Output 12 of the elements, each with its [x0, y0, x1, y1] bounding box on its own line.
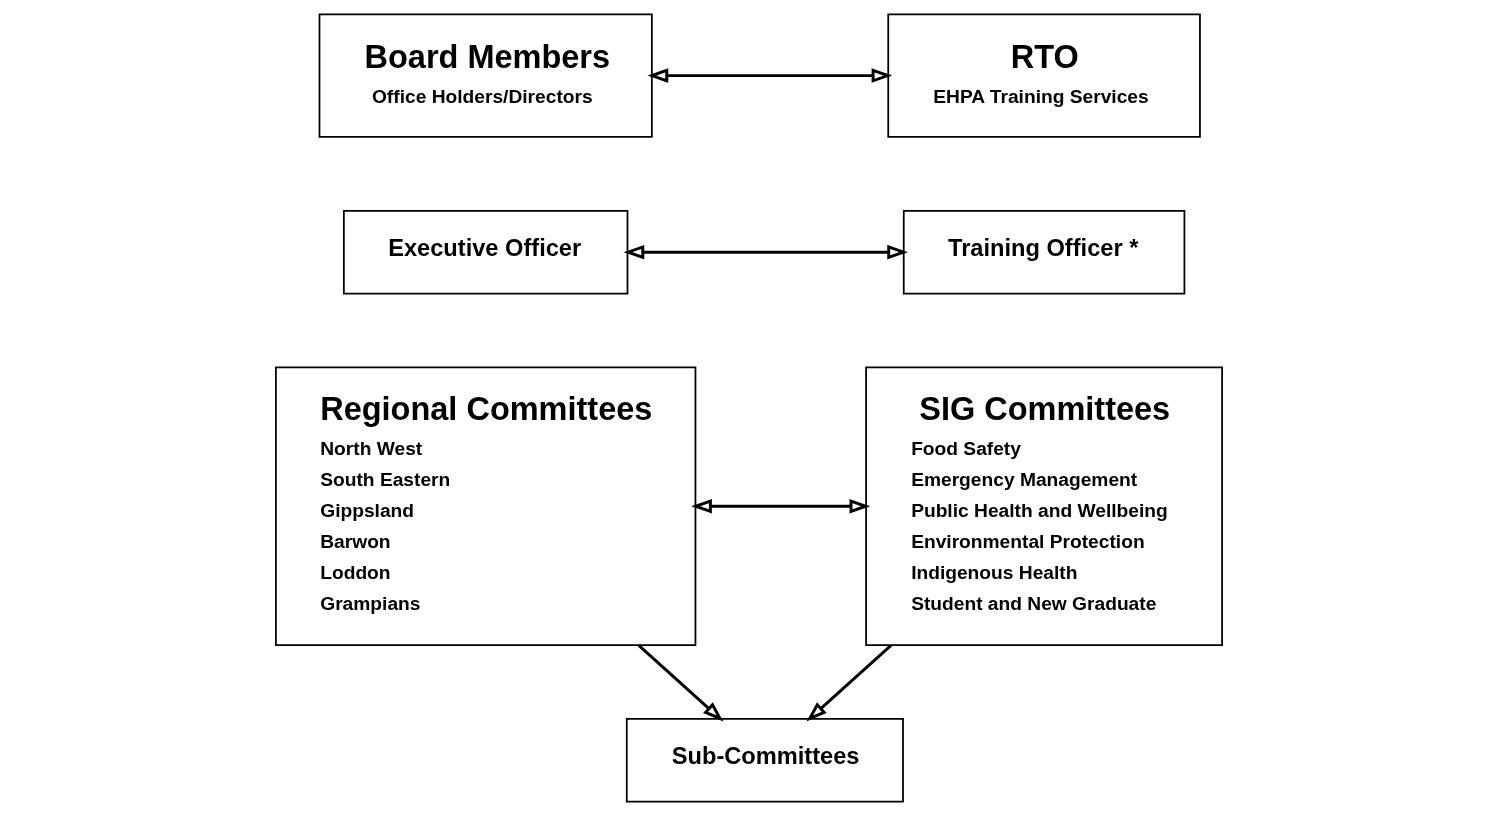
node-box: Training Officer * [902, 209, 1185, 295]
node-box: Executive Officer [342, 209, 628, 295]
arrow [623, 244, 908, 260]
arrow [690, 499, 870, 514]
node-box: Sub-Committees [625, 718, 904, 803]
arrow [647, 68, 892, 83]
node-box: RTO EHPA Training Services [886, 13, 1201, 138]
node-box: SIG Committees Food Safety Emergency Management Public Health and Wellbeing Environmental Protection Indigenous Health Student and New Graduate [864, 366, 1223, 646]
node-box: Regional Committees North West South Eastern Gippsland Barwon Loddon Grampians [274, 366, 696, 646]
arrow [805, 644, 892, 722]
node-box: Board Members Office Holders/Directors [318, 13, 653, 138]
arrow [637, 644, 723, 722]
